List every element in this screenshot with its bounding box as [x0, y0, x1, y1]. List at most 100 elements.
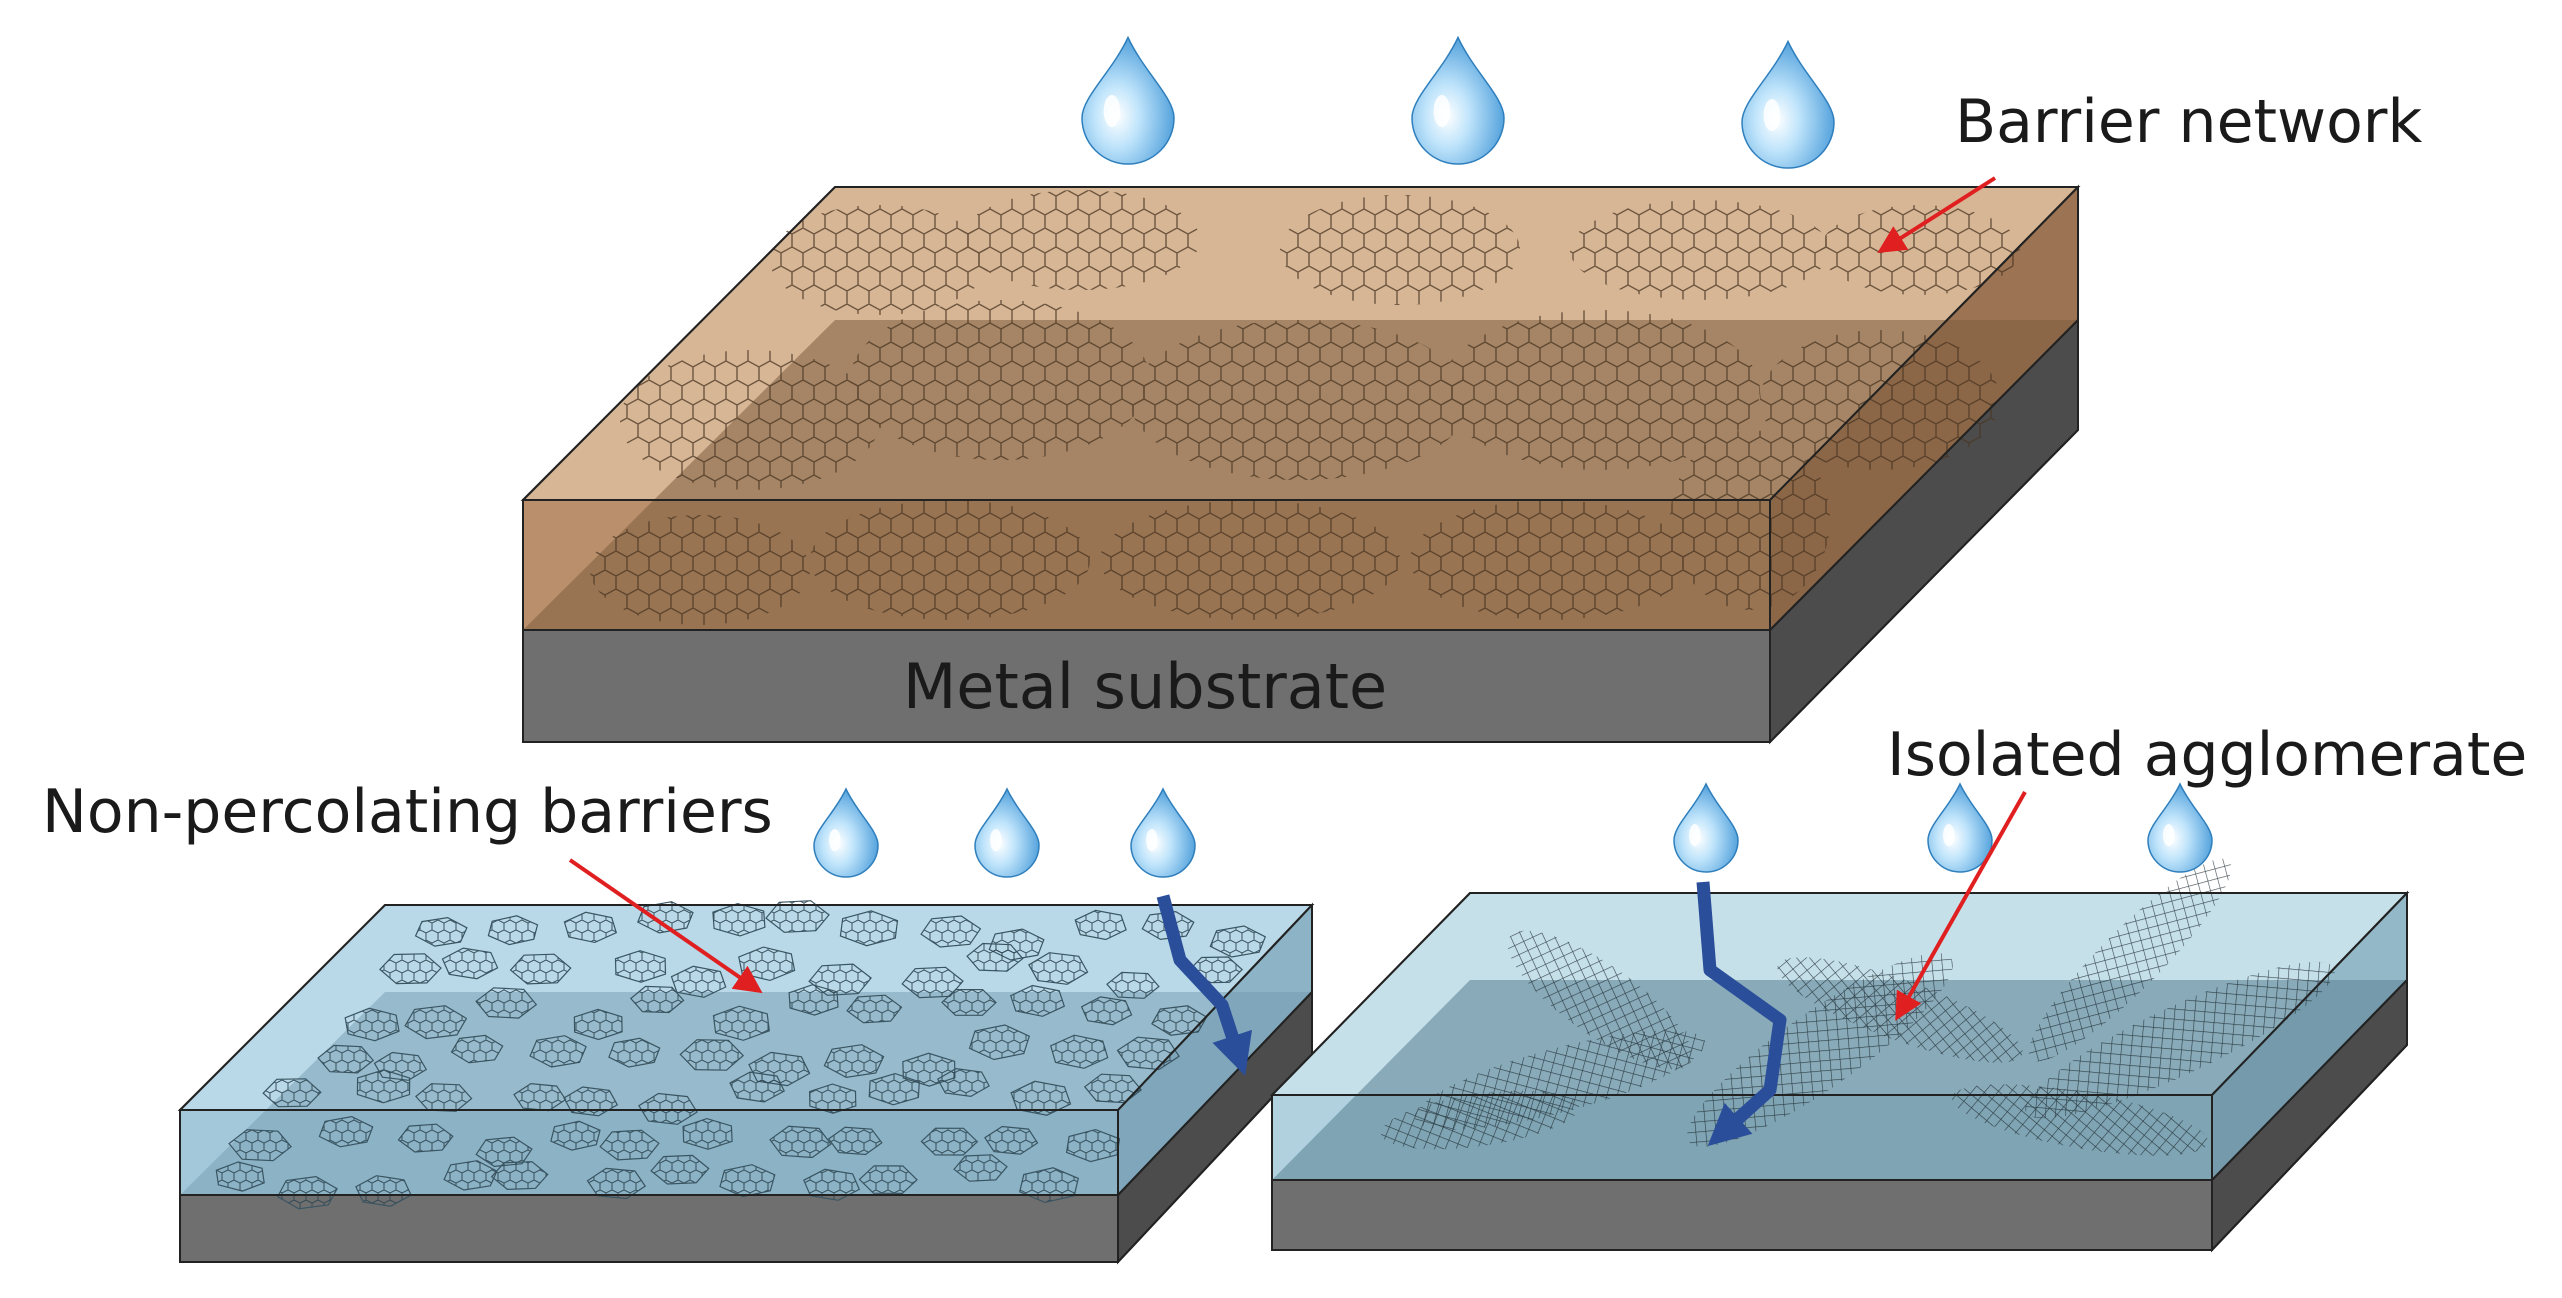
platelet [414, 916, 468, 947]
water-drop-icon [2147, 782, 2213, 873]
platelet [599, 1129, 660, 1161]
platelet [404, 1005, 468, 1040]
platelet [1106, 971, 1160, 999]
platelet [823, 1044, 885, 1079]
platelet [1009, 984, 1066, 1017]
platelet [1080, 996, 1133, 1026]
red-pointer-arrow-icon [1895, 791, 2027, 1021]
water-drop-highlight [1103, 95, 1121, 128]
platelet [318, 1115, 374, 1148]
platelet [487, 915, 539, 946]
water-drop-highlight [1943, 824, 1955, 847]
platelet [356, 1069, 411, 1104]
platelet [563, 1086, 619, 1117]
platelet [355, 1175, 412, 1207]
water-drop-highlight [1433, 95, 1451, 128]
platelet [490, 1161, 549, 1191]
platelet [788, 984, 839, 1016]
platelet [827, 1126, 883, 1156]
platelet [614, 950, 667, 983]
platelet [803, 1168, 861, 1201]
water-drop-highlight [990, 829, 1002, 852]
water-drop-highlight [1763, 99, 1781, 132]
platelet [397, 1123, 454, 1153]
platelet [475, 1136, 533, 1168]
platelet [984, 1125, 1039, 1155]
left-block [177, 900, 1315, 1265]
red-pointer-arrow-icon [1877, 176, 1997, 254]
isolated-agglomerate-label: Isolated agglomerate [1887, 720, 2527, 790]
platelet [509, 953, 572, 985]
platelet [415, 1083, 473, 1112]
platelet [839, 910, 899, 947]
water-drop-highlight [1146, 829, 1158, 852]
platelet [215, 1161, 265, 1192]
platelet [638, 1092, 698, 1125]
platelet [712, 902, 766, 937]
water-drop-highlight [1689, 824, 1701, 847]
platelet [936, 1067, 990, 1098]
platelet [317, 1044, 375, 1074]
water-drop-icon [1130, 787, 1196, 878]
platelet [586, 1167, 647, 1200]
platelet [475, 987, 538, 1019]
water-drop-icon [1081, 35, 1175, 165]
water-drop-icon [1673, 782, 1739, 873]
platelet [529, 1035, 587, 1068]
platelet [682, 1117, 733, 1150]
platelet [712, 1005, 770, 1041]
platelet [868, 1072, 920, 1106]
platelet [941, 988, 997, 1016]
platelet [441, 947, 499, 980]
water-drops [813, 35, 2213, 878]
diffusion-arrow-icon [1696, 881, 1787, 1147]
platelet [1018, 1167, 1080, 1204]
barrier-network-label: Barrier network [1955, 87, 2422, 157]
platelet [563, 911, 618, 944]
platelet [1010, 1080, 1072, 1116]
non-percolating-platelets [215, 900, 1267, 1210]
platelet [650, 1154, 710, 1185]
platelet [808, 1083, 857, 1114]
water-drop-icon [1741, 39, 1835, 169]
platelet [1049, 1034, 1109, 1069]
platelet [719, 1164, 776, 1198]
platelet [344, 1007, 400, 1042]
water-drop-icon [974, 787, 1040, 878]
platelet [769, 1125, 832, 1159]
platelet [846, 994, 903, 1024]
platelet [920, 915, 982, 948]
platelet [228, 1129, 292, 1162]
platelet [379, 953, 442, 985]
platelet [968, 1024, 1031, 1061]
right-substrate-front [1271, 1179, 2213, 1251]
diffusion-arrow-icon [1156, 894, 1253, 1076]
platelet [858, 1165, 918, 1195]
platelet [1028, 952, 1089, 985]
red-pointer-arrow-icon [568, 858, 763, 994]
platelet [1074, 909, 1127, 941]
water-drop-icon [813, 787, 879, 878]
water-drop-icon [1927, 782, 1993, 873]
platelet [920, 1127, 979, 1156]
platelet [679, 1039, 745, 1071]
platelet [608, 1037, 661, 1068]
top-block [520, 184, 2081, 745]
platelet [729, 1071, 785, 1103]
platelet [276, 1175, 338, 1210]
platelet [966, 942, 1024, 972]
platelet [637, 901, 694, 934]
water-drop-highlight [2163, 824, 2175, 847]
water-drop-icon [1411, 35, 1505, 165]
platelet [953, 1154, 1008, 1182]
barrier-network-sheets [590, 190, 2020, 625]
platelet [450, 1034, 504, 1064]
non-percolating-barriers-label: Non-percolating barriers [42, 777, 773, 847]
platelet [629, 985, 685, 1014]
platelet [765, 900, 830, 933]
water-drop-highlight [829, 829, 841, 852]
platelet [1209, 925, 1267, 958]
right-block [1269, 858, 2410, 1253]
